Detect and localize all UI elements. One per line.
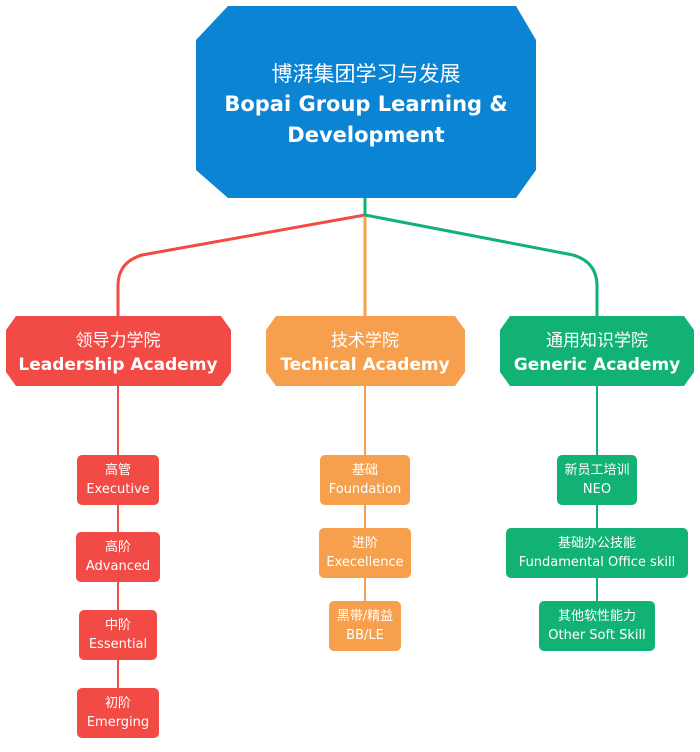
academy-node-shape xyxy=(266,316,465,386)
program-name-cn: 基础 xyxy=(352,463,378,478)
program-node: 中阶 Essential xyxy=(79,610,157,660)
program-name-en: Foundation xyxy=(329,482,402,497)
program-layer: 高管 Executive 高阶 Advanced 中阶 Essential 初阶 Emergi… xyxy=(76,455,688,738)
academy-name-cn: 技术学院 xyxy=(331,331,399,351)
program-name-en: Execellence xyxy=(326,555,403,570)
connector-root-academy xyxy=(116,198,367,316)
program-node-box xyxy=(76,532,160,582)
academy-layer: 领导力学院 Leadership Academy 技术学院 Techical Acad… xyxy=(6,316,694,386)
root-title-en-line1: Bopai Group Learning & xyxy=(224,92,507,116)
program-name-cn: 基础办公技能 xyxy=(558,536,636,551)
program-name-en: Other Soft Skill xyxy=(548,628,645,643)
program-node-box xyxy=(329,601,401,651)
program-node: 其他软性能力 Other Soft Skill xyxy=(539,601,655,651)
program-name-en: NEO xyxy=(583,482,611,497)
program-name-cn: 进阶 xyxy=(352,536,378,551)
program-node-box xyxy=(539,601,655,651)
program-node: 黑带/精益 BB/LE xyxy=(329,601,401,651)
academy-name-en: Generic Academy xyxy=(514,355,681,375)
program-node: 进阶 Execellence xyxy=(319,528,411,578)
program-node-box xyxy=(77,688,159,738)
program-name-cn: 新员工培训 xyxy=(564,462,629,478)
program-name-en: BB/LE xyxy=(346,628,384,643)
program-name-en: Emerging xyxy=(87,715,149,730)
program-node: 新员工培训 NEO xyxy=(557,455,637,505)
program-name-cn: 高阶 xyxy=(105,539,131,555)
academy-node: 技术学院 Techical Academy xyxy=(266,316,465,386)
program-name-cn: 中阶 xyxy=(105,618,131,633)
program-node: 高阶 Advanced xyxy=(76,532,160,582)
program-name-en: Essential xyxy=(89,637,147,652)
program-node-box xyxy=(77,455,159,505)
program-node: 初阶 Emerging xyxy=(77,688,159,738)
program-name-en: Executive xyxy=(86,482,149,497)
program-name-en: Advanced xyxy=(86,559,150,574)
program-node: 高管 Executive xyxy=(77,455,159,505)
root-node: 博湃集团学习与发展 Bopai Group Learning & Develop… xyxy=(196,6,536,198)
program-node-box xyxy=(506,528,688,578)
academy-name-en: Techical Academy xyxy=(280,355,449,375)
academy-name-en: Leadership Academy xyxy=(18,355,217,375)
academy-node-shape xyxy=(500,316,694,386)
program-node-box xyxy=(557,455,637,505)
academy-name-cn: 领导力学院 xyxy=(76,331,161,351)
program-name-en: Fundamental Office skill xyxy=(519,555,675,570)
program-node-box xyxy=(320,455,410,505)
root-title-cn: 博湃集团学习与发展 xyxy=(272,62,461,86)
program-name-cn: 其他软性能力 xyxy=(558,609,636,624)
academy-node: 领导力学院 Leadership Academy xyxy=(6,316,231,386)
program-node: 基础办公技能 Fundamental Office skill xyxy=(506,528,688,578)
academy-name-cn: 通用知识学院 xyxy=(546,331,648,351)
academy-node: 通用知识学院 Generic Academy xyxy=(500,316,694,386)
program-node-box xyxy=(79,610,157,660)
root-node-shape xyxy=(196,6,536,198)
program-name-cn: 黑带/精益 xyxy=(337,609,393,624)
program-name-cn: 高管 xyxy=(105,462,131,478)
root-title-en-line2: Development xyxy=(287,123,444,147)
program-node-box xyxy=(319,528,411,578)
academy-node-shape xyxy=(6,316,231,386)
program-node: 基础 Foundation xyxy=(320,455,410,505)
connector-root-academy xyxy=(363,198,599,316)
program-name-cn: 初阶 xyxy=(105,696,131,711)
